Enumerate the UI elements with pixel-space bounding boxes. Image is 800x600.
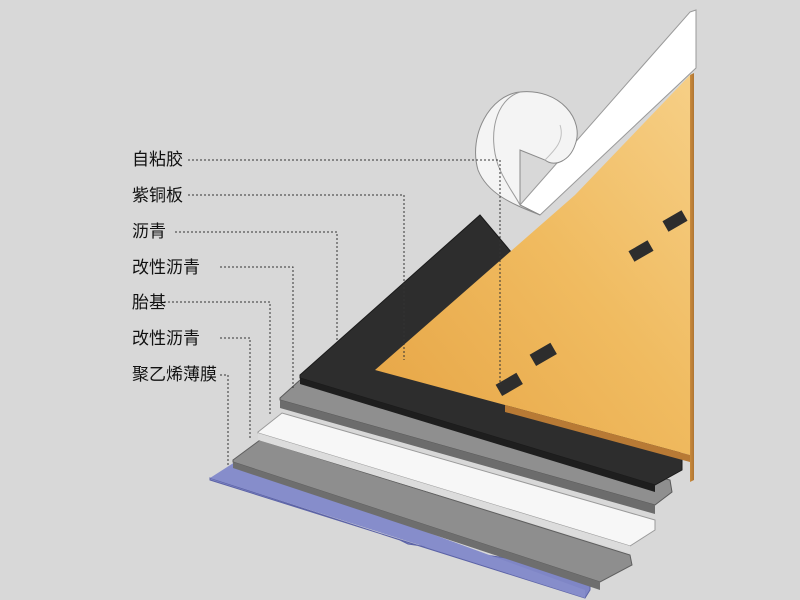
slot-mark <box>662 210 688 232</box>
leader-lines <box>164 159 501 465</box>
leader-adhesive <box>188 159 501 385</box>
label-copper-plate: 紫铜板 <box>132 186 183 206</box>
label-adhesive: 自粘胶 <box>132 150 183 170</box>
leader-modified-asphalt-top <box>220 266 294 388</box>
leader-pe-film <box>220 374 229 465</box>
base-mat-layer <box>257 412 656 553</box>
label-modified-asphalt-top: 改性沥青 <box>132 258 200 278</box>
leader-base-mat <box>164 301 271 415</box>
leader-modified-asphalt-bottom <box>220 337 251 440</box>
label-asphalt: 沥青 <box>132 222 166 242</box>
leader-copper <box>188 194 405 360</box>
label-base-mat: 胎基 <box>132 293 166 313</box>
slot-mark <box>529 342 557 367</box>
label-pe-film: 聚乙烯薄膜 <box>132 365 217 385</box>
copper-plate-layer <box>375 73 694 482</box>
label-modified-asphalt-bottom: 改性沥青 <box>132 329 200 349</box>
release-paper-roll <box>475 9 697 216</box>
leader-asphalt <box>175 231 338 340</box>
slot-mark <box>495 372 523 397</box>
slot-mark <box>628 240 654 262</box>
